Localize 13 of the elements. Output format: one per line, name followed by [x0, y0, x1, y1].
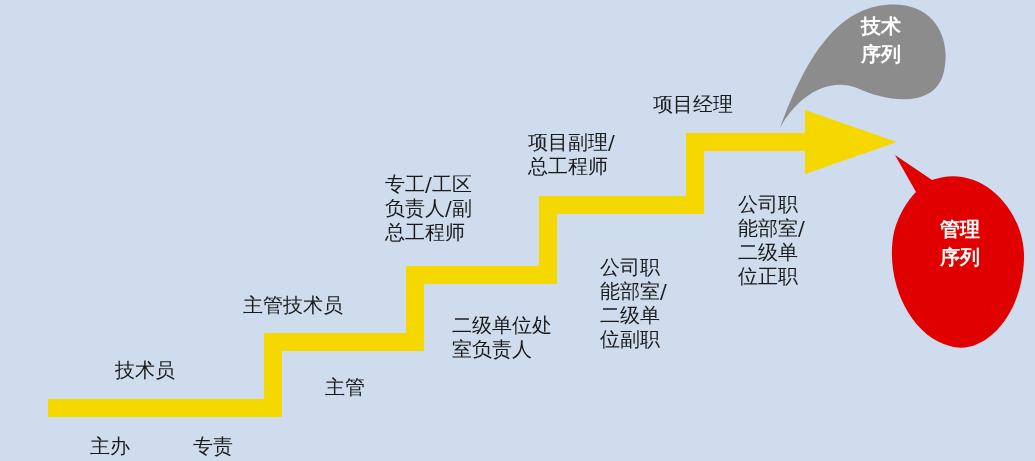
career-level-label: 项目经理: [653, 92, 733, 116]
career-level-label: 项目副理/总工程师: [528, 130, 616, 178]
bubble-label: 技术序列: [859, 13, 902, 68]
career-level-label: 技术员: [115, 358, 175, 382]
career-level-label: 专工/工区负责人/副总工程师: [385, 172, 473, 244]
career-level-label: 专责: [193, 434, 233, 458]
career-level-label: 二级单位处室负责人: [452, 313, 553, 361]
career-level-label: 主管技术员: [243, 293, 343, 317]
career-level-label: 主办: [90, 434, 130, 458]
career-level-label: 公司职能部室/二级单位副职: [600, 255, 668, 351]
bubble-label: 管理序列: [939, 216, 981, 271]
career-level-label: 公司职能部室/二级单位正职: [738, 192, 806, 288]
career-level-label: 主管: [325, 375, 365, 399]
